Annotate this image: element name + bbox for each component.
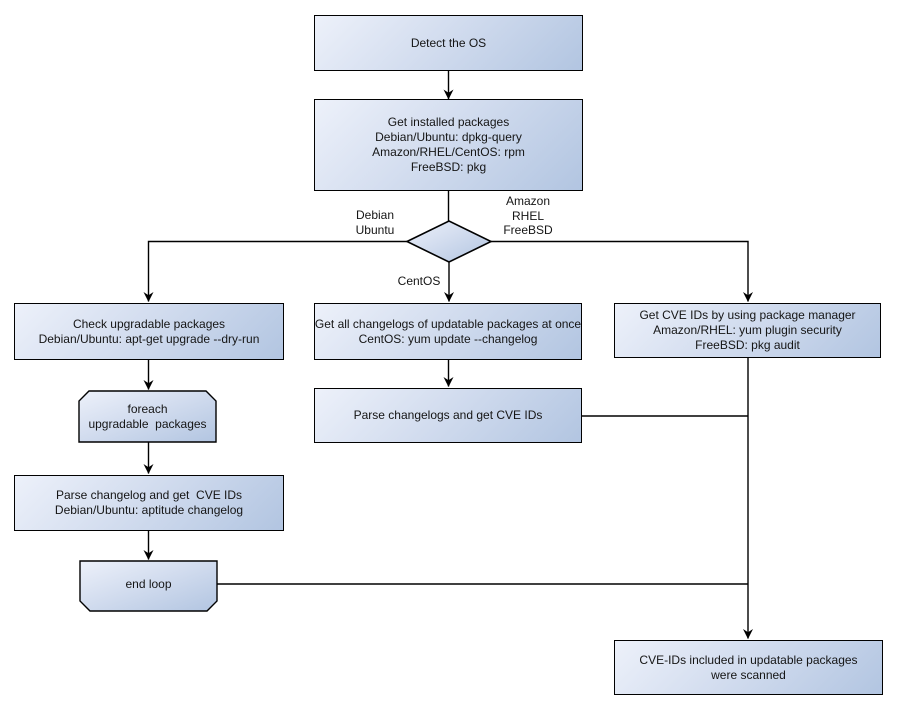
node-get-cve-package-manager: Get CVE IDs by using package manager Ama… xyxy=(614,303,881,358)
foreach-loop-shape xyxy=(78,390,217,443)
node-detect-os: Detect the OS xyxy=(314,15,583,71)
connector-decision-to-rhel-branch xyxy=(489,240,753,302)
node-parse-changelog-debian: Parse changelog and get CVE IDs Debian/U… xyxy=(14,475,284,531)
node-parse-changelogs-centos: Parse changelogs and get CVE IDs xyxy=(314,388,582,443)
foreach-loop-label: foreach upgradable packages xyxy=(88,401,207,431)
node-scan-result: CVE-IDs included in updatable packages w… xyxy=(614,640,883,695)
connector-decision-to-debian-branch xyxy=(143,240,409,302)
branch-label-amazon-rhel-freebsd: Amazon RHEL FreeBSD xyxy=(503,194,553,238)
node-get-all-changelogs-centos: Get all changelogs of updatable packages… xyxy=(314,303,582,360)
node-check-upgradable-packages: Check upgradable packages Debian/Ubuntu:… xyxy=(14,303,284,360)
end-loop-label: end loop xyxy=(125,577,172,591)
branch-label-centos: CentOS xyxy=(397,274,441,288)
end-loop-shape xyxy=(79,560,218,612)
branch-label-debian-ubuntu: Debian Ubuntu xyxy=(355,208,395,237)
decision-diamond xyxy=(405,220,493,263)
node-get-installed-packages: Get installed packages Debian/Ubuntu: dp… xyxy=(314,99,583,191)
